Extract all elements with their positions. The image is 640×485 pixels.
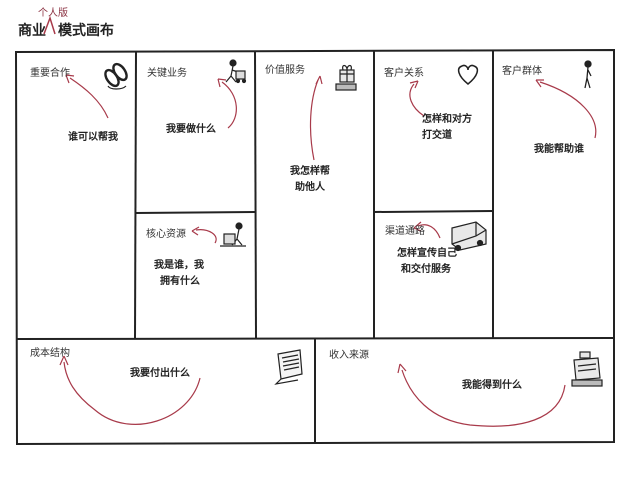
worker-with-crate-icon (220, 222, 246, 247)
question-key-resources-line1: 我是谁，我 (154, 260, 204, 271)
arrow-key-partners (69, 77, 109, 119)
title-part-2: 模式画布 (58, 23, 114, 39)
label-cost-structure: 成本结构 (30, 348, 70, 359)
question-value-propositions-line1: 我怎样帮 (290, 166, 330, 177)
heart-icon (457, 64, 479, 85)
question-value-propositions: 我怎样帮 助他人 (290, 164, 330, 196)
divider-relations-channels (373, 210, 494, 213)
gift-box-icon (335, 64, 357, 91)
insert-caret (43, 15, 56, 35)
question-key-partners: 谁可以帮我 (68, 132, 118, 143)
divider-activities-value (254, 50, 257, 340)
arrow-customer-relations (409, 83, 425, 117)
question-channels: 怎样宣传自己 和交付服务 (397, 246, 457, 278)
outer-frame (14, 48, 615, 446)
person-icon (584, 60, 592, 89)
question-customer-relations: 怎样和对方 打交道 (422, 112, 472, 144)
divider-activities-resources (134, 211, 257, 214)
arrow-channels (417, 224, 441, 239)
title-part-1: 商业 (18, 23, 46, 39)
arrow-key-resources (195, 229, 217, 244)
arrow-cost-structure (63, 361, 201, 425)
question-key-activities: 我要做什么 (166, 124, 216, 135)
label-key-resources: 核心资源 (146, 229, 186, 240)
question-revenue-streams: 我能得到什么 (462, 380, 522, 391)
question-key-resources: 我是谁，我 拥有什么 (154, 258, 204, 290)
worker-with-cart-icon (225, 59, 247, 84)
arrow-customer-segments (539, 81, 597, 139)
cash-register-icon (571, 351, 603, 387)
question-customer-segments: 我能帮助谁 (534, 144, 584, 155)
label-key-activities: 关键业务 (147, 68, 187, 79)
receipt-icon (274, 349, 303, 385)
label-key-partners: 重要合作 (30, 68, 70, 79)
arrow-value-propositions (309, 79, 319, 161)
question-customer-relations-line2: 打交道 (422, 130, 452, 141)
row-divider (16, 337, 615, 340)
question-channels-line2: 和交付服务 (401, 264, 451, 275)
question-cost-structure: 我要付出什么 (130, 368, 190, 379)
title-text: 商业模式画布 (18, 20, 114, 40)
label-customer-relations: 客户关系 (384, 68, 424, 79)
canvas-title: 个人版 商业模式画布 (10, 4, 150, 44)
label-customer-segments: 客户群体 (502, 66, 542, 77)
question-value-propositions-line2: 助他人 (295, 182, 325, 193)
title-insert-note: 个人版 (38, 8, 68, 19)
delivery-truck-icon (451, 221, 487, 252)
chain-link-icon (104, 62, 128, 90)
label-value-propositions: 价值服务 (265, 65, 305, 76)
label-channels: 渠道通路 (385, 226, 425, 237)
divider-partners-activities (134, 50, 137, 340)
label-revenue-streams: 收入来源 (329, 350, 369, 361)
question-customer-relations-line1: 怎样和对方 (422, 114, 472, 125)
arrow-revenue-streams (401, 369, 566, 427)
arrow-key-activities (221, 81, 237, 129)
question-key-resources-line2: 拥有什么 (160, 276, 200, 287)
question-channels-line1: 怎样宣传自己 (397, 248, 457, 259)
